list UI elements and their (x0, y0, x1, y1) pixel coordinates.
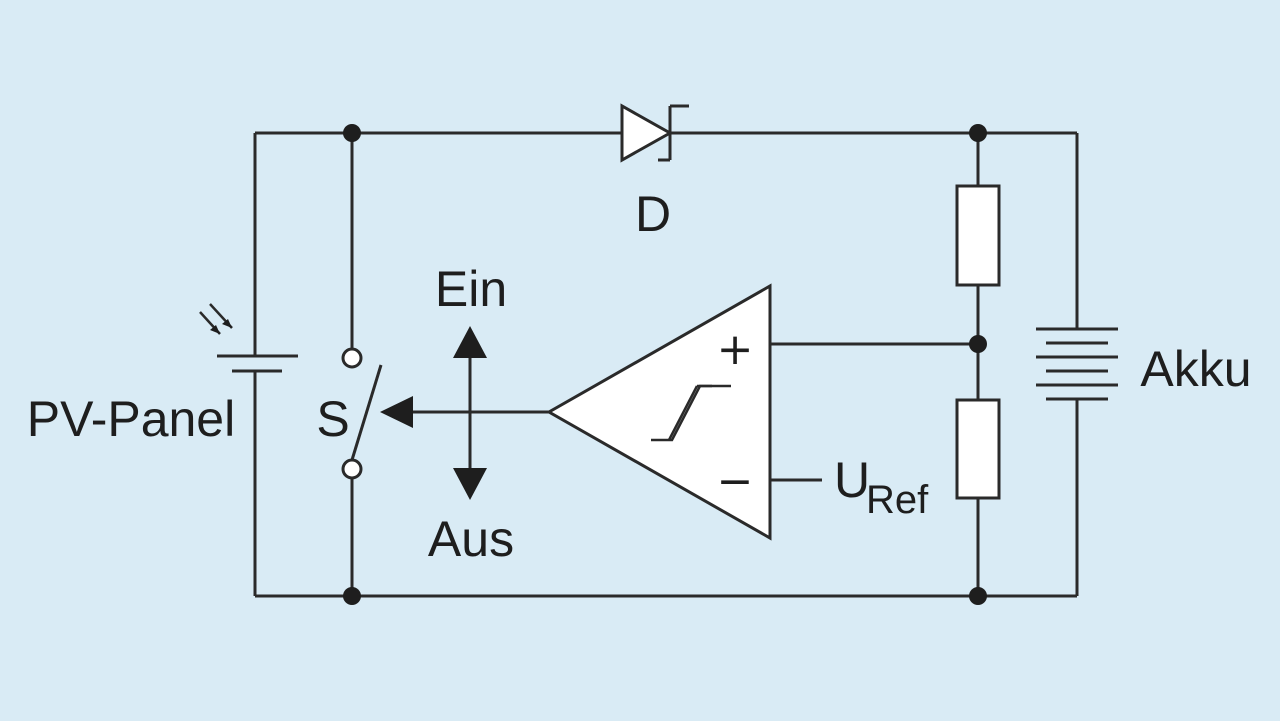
comparator-triangle (545, 283, 772, 541)
switch-contact-bottom (341, 458, 363, 480)
plus-input-label: + (717, 324, 754, 375)
on-label: Ein (435, 261, 507, 317)
switch-blade (350, 364, 383, 461)
switch-contact-top (341, 347, 363, 369)
switch-label: S (316, 391, 349, 447)
battery-label: Akku (1140, 341, 1251, 397)
resistor-upper (955, 184, 1001, 287)
diode (620, 103, 689, 163)
wires (253, 131, 1079, 598)
diode-triangle (620, 103, 674, 163)
ref-main-label: U (834, 452, 870, 508)
pv-panel-label: PV-Panel (27, 391, 235, 447)
diode-label: D (635, 186, 671, 242)
light-icon (199, 303, 233, 335)
comparator (545, 283, 772, 541)
reference-voltage-label: U Ref (834, 452, 929, 522)
output-arrow-icon (380, 396, 413, 428)
pv-cell-symbol (217, 354, 298, 373)
resistor-lower (955, 398, 1001, 500)
on-off-arrow-icon (453, 326, 487, 500)
junction-nodes (343, 124, 987, 605)
ref-sub-label: Ref (866, 478, 929, 522)
hysteresis-icon (651, 384, 731, 442)
minus-input-label: − (717, 456, 754, 507)
off-label: Aus (428, 511, 514, 567)
switch (341, 347, 383, 480)
battery-symbol (1036, 327, 1118, 401)
